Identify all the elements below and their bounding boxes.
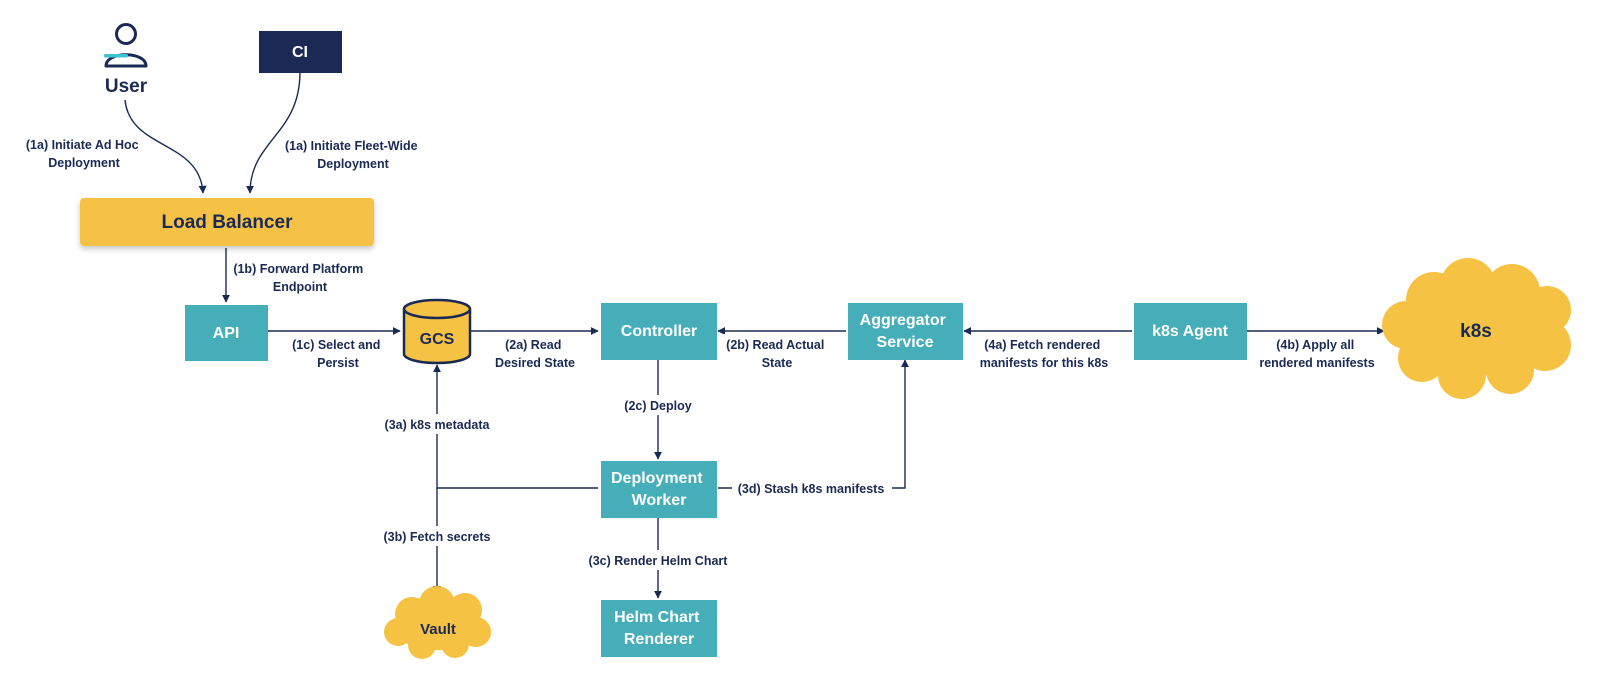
helm-chart-renderer-node: Helm Chart Renderer [601, 600, 717, 657]
label-1a-user: (1a) Initiate Ad Hoc Deployment [26, 138, 142, 170]
label-2b: (2b) Read Actual State [726, 338, 828, 370]
cloud-shape-icon [1382, 258, 1571, 399]
edge-user-to-lb [124, 99, 207, 194]
ci-label: CI [292, 44, 308, 61]
k8s-agent-label: k8s Agent [1152, 323, 1229, 340]
label-4b: (4b) Apply all rendered manifests [1259, 338, 1374, 370]
label-3c: (3c) Render Helm Chart [589, 554, 729, 568]
controller-node: Controller [601, 303, 717, 360]
edge-worker-to-aggregator [718, 359, 909, 489]
gcs-node: GCS [402, 298, 472, 365]
label-4a: (4a) Fetch rendered manifests for this k… [980, 338, 1109, 370]
aggregator-service-label: Aggregator Service [860, 312, 951, 351]
label-1b: (1b) Forward Platform Endpoint [233, 262, 366, 294]
person-outline-icon [104, 23, 148, 68]
user-actor: User [104, 23, 148, 97]
load-balancer-node: Load Balancer [80, 198, 374, 246]
label-2a: (2a) Read Desired State [495, 338, 575, 370]
label-3b: (3b) Fetch secrets [384, 530, 491, 544]
label-3a: (3a) k8s metadata [385, 418, 491, 432]
label-1c: (1c) Select and Persist [292, 338, 384, 370]
vault-label: Vault [420, 621, 456, 638]
load-balancer-label: Load Balancer [162, 212, 294, 233]
ci-node: CI [259, 31, 342, 73]
aggregator-service-node: Aggregator Service [848, 303, 963, 360]
database-cylinder-icon [402, 298, 472, 365]
controller-label: Controller [621, 323, 697, 340]
gcs-label: GCS [420, 331, 455, 348]
label-2c: (2c) Deploy [624, 399, 691, 413]
label-1a-ci: (1a) Initiate Fleet-Wide Deployment [285, 139, 421, 171]
api-label: API [213, 325, 240, 342]
deployment-worker-label: Deployment Worker [611, 470, 707, 509]
k8s-cloud: k8s [1382, 258, 1571, 399]
k8s-label: k8s [1460, 321, 1492, 342]
user-label: User [105, 76, 148, 97]
label-3d: (3d) Stash k8s manifests [738, 482, 885, 496]
vault-cloud: Vault [384, 586, 491, 659]
k8s-agent-node: k8s Agent [1134, 303, 1247, 360]
edge-ci-to-lb [246, 71, 301, 194]
helm-chart-renderer-label: Helm Chart Renderer [614, 609, 704, 648]
cloud-shape-icon [384, 586, 491, 659]
deployment-worker-node: Deployment Worker [601, 461, 717, 518]
api-node: API [185, 305, 268, 361]
